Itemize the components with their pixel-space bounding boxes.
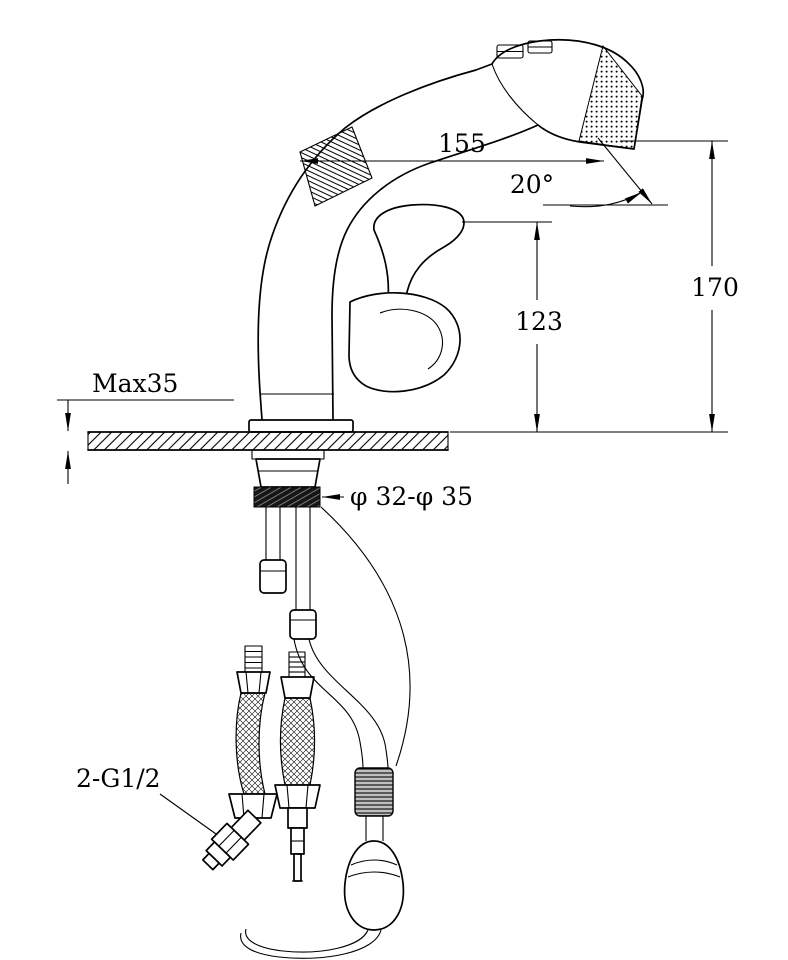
mounting-locknut bbox=[255, 458, 321, 488]
braided-hose-body bbox=[235, 692, 266, 795]
hose-coupling bbox=[354, 767, 394, 817]
supply-tube-right bbox=[289, 507, 317, 640]
hex-nut-facet-lines bbox=[286, 784, 309, 809]
hose-hex-top bbox=[236, 671, 271, 694]
weight-shoulder-line-1 bbox=[350, 859, 398, 866]
spout-inner-outline bbox=[331, 124, 539, 421]
dim-123-label: 123 bbox=[515, 307, 563, 336]
dim-155-label: 155 bbox=[438, 129, 486, 158]
weight-shoulder-line-2 bbox=[347, 871, 401, 878]
spray-direction-line bbox=[597, 137, 653, 205]
dimension-thread-spec: 2-G1/2 bbox=[76, 764, 217, 835]
hose-hex-nut bbox=[228, 793, 278, 819]
threaded-shank bbox=[253, 486, 321, 508]
nipple-thread-lines bbox=[245, 650, 262, 669]
dim-hole-diameter-label: φ 32-φ 35 bbox=[350, 482, 473, 511]
spout-outer-outline bbox=[257, 63, 493, 421]
countertop bbox=[87, 431, 449, 451]
hose-hex-nut bbox=[274, 784, 321, 809]
dim-max35-label: Max35 bbox=[92, 369, 178, 398]
dim-170-label: 170 bbox=[691, 273, 739, 302]
supply-hose-middle bbox=[274, 651, 321, 882]
handle-body-detail bbox=[379, 308, 444, 370]
dim-20deg-label: 20° bbox=[510, 170, 554, 199]
dimension-hole-diameter: φ 32-φ 35 bbox=[322, 482, 473, 511]
dim-thread-label: 2-G1/2 bbox=[76, 764, 161, 793]
spout-knurl-grip bbox=[299, 126, 373, 207]
hose-curve-left-edge bbox=[293, 638, 364, 770]
dimension-20-degrees: 20° bbox=[510, 137, 668, 208]
hose-weight bbox=[343, 840, 405, 931]
hose-curve-right-edge bbox=[308, 638, 389, 770]
mounting-hardware bbox=[251, 449, 325, 640]
hose-outer-sweep bbox=[320, 506, 411, 767]
braided-hose-body bbox=[279, 697, 316, 786]
hose-hex-top bbox=[280, 676, 315, 699]
shank-washer bbox=[251, 449, 325, 460]
handle-lever bbox=[373, 203, 465, 305]
leader-line bbox=[159, 793, 217, 835]
angled-connector bbox=[201, 809, 262, 871]
hose-tail-edge-2 bbox=[240, 929, 382, 959]
hex-facet-lines bbox=[245, 671, 262, 694]
countertop-hatch bbox=[88, 432, 448, 450]
dimension-170: 170 bbox=[450, 140, 739, 433]
spray-face-aerator bbox=[578, 44, 643, 150]
base-flange bbox=[248, 419, 354, 433]
pullout-hose bbox=[240, 506, 411, 959]
supply-hose-left bbox=[201, 645, 278, 871]
dimension-155: 155 bbox=[300, 129, 604, 164]
supply-tube-left bbox=[259, 507, 287, 594]
hose-tail-edge-1 bbox=[245, 928, 369, 953]
angle-arc bbox=[569, 191, 643, 208]
valve-stem-fitting bbox=[287, 807, 308, 882]
faucet-body bbox=[248, 38, 645, 433]
spray-head-seam bbox=[491, 63, 539, 126]
nipple-thread-lines bbox=[289, 656, 305, 673]
spray-head-buttons bbox=[496, 40, 553, 59]
dimension-max35: Max35 bbox=[57, 369, 234, 484]
handle-body bbox=[348, 291, 461, 393]
dimension-123: 123 bbox=[462, 221, 563, 432]
